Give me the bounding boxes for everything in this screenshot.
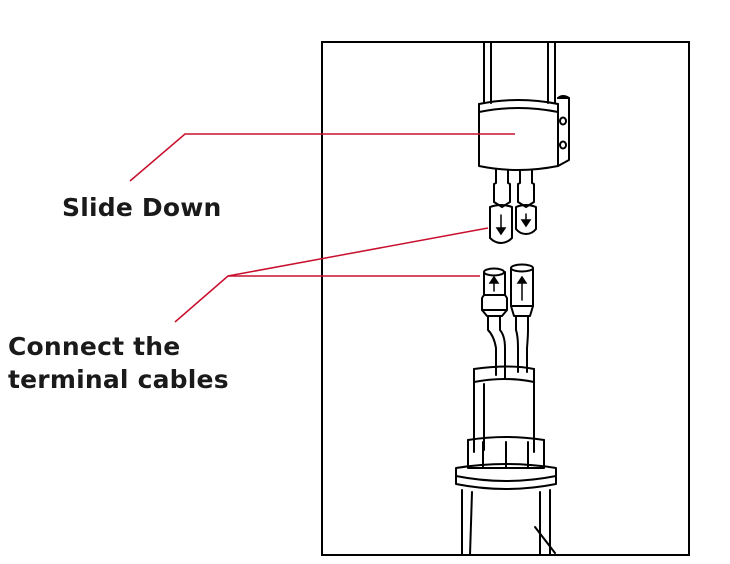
slide-down-label: Slide Down — [62, 193, 222, 222]
upper-terminal-right — [515, 204, 537, 235]
connect-cables-label-line1: Connect the — [8, 332, 181, 361]
upper-tube — [483, 41, 556, 104]
connect-cables-label-line2: terminal cables — [8, 365, 229, 394]
arrow-down-icon — [495, 214, 507, 236]
arrow-up-icon — [488, 275, 500, 292]
arrow-up-icon — [516, 275, 528, 301]
lower-wires — [487, 315, 529, 379]
flange-washer — [455, 463, 557, 490]
upper-terminal-left — [489, 204, 513, 244]
arrow-down-icon — [520, 213, 532, 228]
lower-terminal-right — [510, 263, 534, 317]
connect-cables-label: Connect the terminal cables — [8, 330, 229, 396]
illustration-frame — [321, 41, 690, 556]
lower-body — [461, 489, 556, 556]
upper-wires — [493, 169, 535, 208]
upper-collar — [478, 95, 570, 171]
lower-terminal-left — [481, 267, 508, 317]
leader-line-slide-down — [129, 133, 515, 182]
leader-line-connect — [174, 227, 489, 323]
lower-sleeve — [473, 365, 535, 453]
